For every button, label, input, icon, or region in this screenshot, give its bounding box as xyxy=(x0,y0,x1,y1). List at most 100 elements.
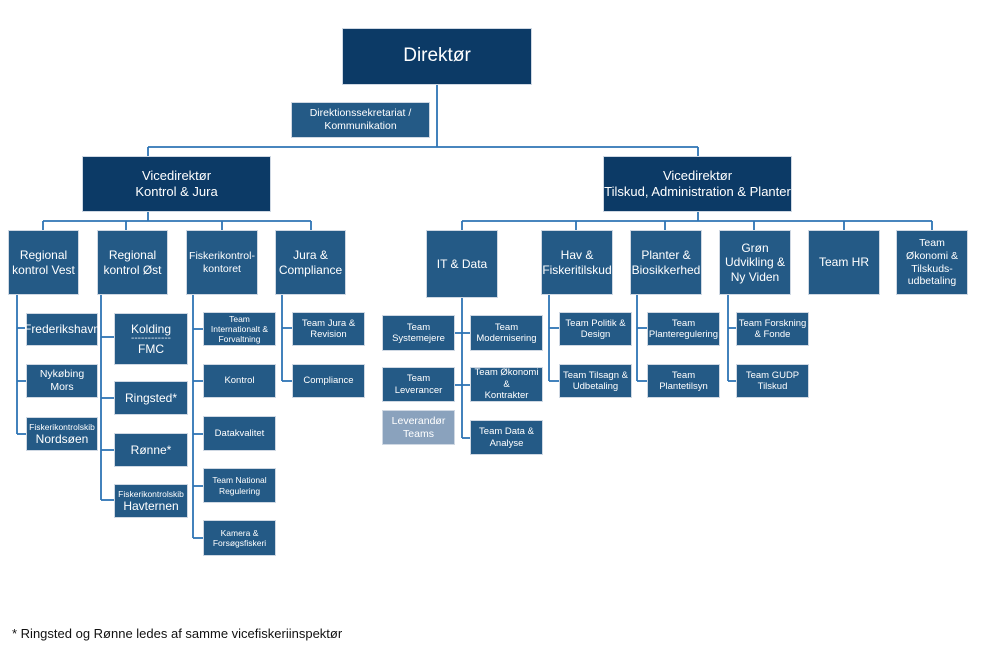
team-leverancer-label: Team Leverancer xyxy=(394,373,443,396)
dept-it-data: IT & Data xyxy=(426,230,498,298)
team-plantetilsyn: Team Plantetilsyn xyxy=(647,364,720,398)
team-systemejere: Team Systemejere xyxy=(382,315,455,351)
secretariat-line-1: Direktionssekretariat / xyxy=(309,107,412,120)
dept-hav-fiskeritilskud: Hav & Fiskeritilskud xyxy=(541,230,613,295)
dept-team-hr: Team HR xyxy=(808,230,880,295)
team-forskning-fonde: Team Forskning & Fonde xyxy=(736,312,809,346)
team-datakvalitet: Datakvalitet xyxy=(203,416,276,451)
unit-frederikshavn-label: Frederikshavn xyxy=(23,322,101,337)
team-national-regulering: Team National Regulering xyxy=(203,468,276,503)
dept-groen-line-1: Grøn xyxy=(741,240,769,255)
team-oekonomi-kontrakter-line-1: Team Økonomi & xyxy=(474,367,539,390)
dept-groen-line-2: Udvikling & xyxy=(724,255,786,270)
dept-groen-line-3: Ny Viden xyxy=(730,269,780,284)
unit-ringsted-label: Ringsted* xyxy=(124,390,178,405)
dept-jura-line-1: Jura & xyxy=(293,248,328,263)
dept-regional-oest-line-2: kontrol Øst xyxy=(103,262,162,277)
vp-tilskud-box: Vicedirektør Tilskud, Administration & P… xyxy=(603,156,792,212)
team-internationalt-line-3: Forvaltning xyxy=(218,334,261,345)
team-national-line-1: Team National xyxy=(212,475,267,486)
leverandoer-teams: Leverandør Teams xyxy=(382,410,455,445)
team-leverancer: Team Leverancer xyxy=(382,367,455,402)
unit-ringsted: Ringsted* xyxy=(114,381,188,415)
team-forskning-line-1: Team Forskning xyxy=(738,317,807,329)
team-kamera-line-1: Kamera & xyxy=(220,527,259,538)
team-national-line-2: Regulering xyxy=(218,485,261,496)
secretariat-line-2: Kommunikation xyxy=(324,120,397,132)
unit-nordsoeen-type: Fiskerikontrolskib xyxy=(29,421,95,432)
team-politik-line-2: Design xyxy=(580,329,611,340)
dept-regional-vest: Regional kontrol Vest xyxy=(8,230,79,295)
team-politik-line-1: Team Politik & xyxy=(565,317,626,329)
leverandoer-line-1: Leverandør xyxy=(391,414,446,427)
unit-roenne-label: Rønne* xyxy=(130,442,172,457)
dept-fiskerikontrol-line-1: Fiskerikontrol- xyxy=(189,249,255,262)
vp-right-subtitle: Tilskud, Administration & Planter xyxy=(604,184,791,199)
team-tilsagn-udbetaling: Team Tilsagn & Udbetaling xyxy=(559,364,632,398)
team-revision-line-2: Revision xyxy=(310,329,347,340)
team-gudp-line-2: Tilskud xyxy=(757,381,788,392)
team-systemejere-line-2: Systemejere xyxy=(392,333,445,344)
team-systemejere-line-1: Team xyxy=(406,321,431,333)
unit-roenne: Rønne* xyxy=(114,433,188,467)
dept-regional-oest: Regional kontrol Øst xyxy=(97,230,168,295)
unit-frederikshavn: Frederikshavn xyxy=(23,313,101,346)
dept-it-data-label: IT & Data xyxy=(436,256,488,271)
director-label: Direktør xyxy=(403,45,471,67)
dept-regional-vest-line-2: kontrol Vest xyxy=(12,262,75,277)
unit-havternen-name: Havternen xyxy=(123,498,179,513)
team-tilsagn-line-1: Team Tilsagn & xyxy=(563,369,628,381)
dept-hav-line-2: Fiskeritilskud xyxy=(542,262,612,277)
vp-left-subtitle: Kontrol & Jura xyxy=(135,184,218,199)
director-box: Direktør xyxy=(342,28,532,85)
team-jura-revision: Team Jura & Revision xyxy=(292,312,365,346)
team-tilsagn-line-2: Udbetaling xyxy=(572,381,619,392)
team-planteregulering-line-2: Planteregulering xyxy=(648,329,719,340)
team-politik-design: Team Politik & Design xyxy=(559,312,632,346)
team-kamera-line-2: Forsøgsfiskeri xyxy=(212,538,267,548)
team-planteregulering: Team Planteregulering xyxy=(647,312,720,346)
dept-hr-label: Team HR xyxy=(818,255,869,270)
unit-kolding-fmc: Kolding ------------ FMC xyxy=(114,313,188,365)
team-modernisering-line-2: Modernisering xyxy=(476,333,537,344)
unit-fmc-label: FMC xyxy=(138,342,164,356)
unit-kolding-label: Kolding xyxy=(130,321,172,336)
unit-havternen-type: Fiskerikontrolskib xyxy=(118,488,184,499)
leverandoer-line-2: Teams xyxy=(403,427,434,440)
dept-oekonomi-line-3: Tilskuds- xyxy=(911,262,953,275)
dept-jura-compliance: Jura & Compliance xyxy=(275,230,346,295)
dept-oekonomi-line-2: Økonomi & xyxy=(906,249,958,262)
team-compliance: Compliance xyxy=(292,364,365,398)
footnote: * Ringsted og Rønne ledes af samme vicef… xyxy=(12,626,343,641)
team-kontrol: Kontrol xyxy=(203,364,276,398)
team-oekonomi-kontrakter: Team Økonomi & Kontrakter xyxy=(470,367,543,402)
team-plantetilsyn-label: Team Plantetilsyn xyxy=(659,369,708,392)
vp-kontrol-jura-box: Vicedirektør Kontrol & Jura xyxy=(82,156,271,212)
dept-oekonomi-line-4: udbetaling xyxy=(907,275,957,288)
dept-fiskerikontrol-line-2: kontoret xyxy=(203,262,241,275)
unit-nykoebing-mors: Nykøbing Mors xyxy=(26,364,98,398)
dept-jura-line-2: Compliance xyxy=(278,262,343,277)
team-internationalt-line-2: Internationalt & xyxy=(210,323,269,334)
team-gudp-tilskud: Team GUDP Tilskud xyxy=(736,364,809,398)
team-datakvalitet-label: Datakvalitet xyxy=(214,427,265,439)
team-internationalt: Team Internationalt & Forvaltning xyxy=(203,312,276,346)
team-modernisering-line-1: Team xyxy=(494,321,519,333)
dept-planter-line-1: Planter & xyxy=(641,248,691,263)
team-data-analyse-line-1: Team Data & xyxy=(479,426,534,438)
vp-left-title: Vicedirektør xyxy=(141,168,212,184)
team-data-analyse: Team Data & Analyse xyxy=(470,420,543,455)
team-forskning-line-2: & Fonde xyxy=(754,329,791,340)
team-revision-line-1: Team Jura & xyxy=(301,317,356,329)
dept-hav-line-1: Hav & xyxy=(560,248,594,263)
team-oekonomi-kontrakter-line-2: Kontrakter xyxy=(484,390,529,402)
unit-nordsoeen-name: Nordsøen xyxy=(35,431,89,446)
team-planteregulering-line-1: Team xyxy=(671,317,696,329)
dept-fiskerikontrol: Fiskerikontrol- kontoret xyxy=(186,230,258,295)
vp-right-title: Vicedirektør xyxy=(662,168,733,184)
unit-kolding-separator: ------------ xyxy=(131,333,171,344)
team-kamera: Kamera & Forsøgsfiskeri xyxy=(203,520,276,556)
dept-oekonomi: Team Økonomi & Tilskuds- udbetaling xyxy=(896,230,968,295)
